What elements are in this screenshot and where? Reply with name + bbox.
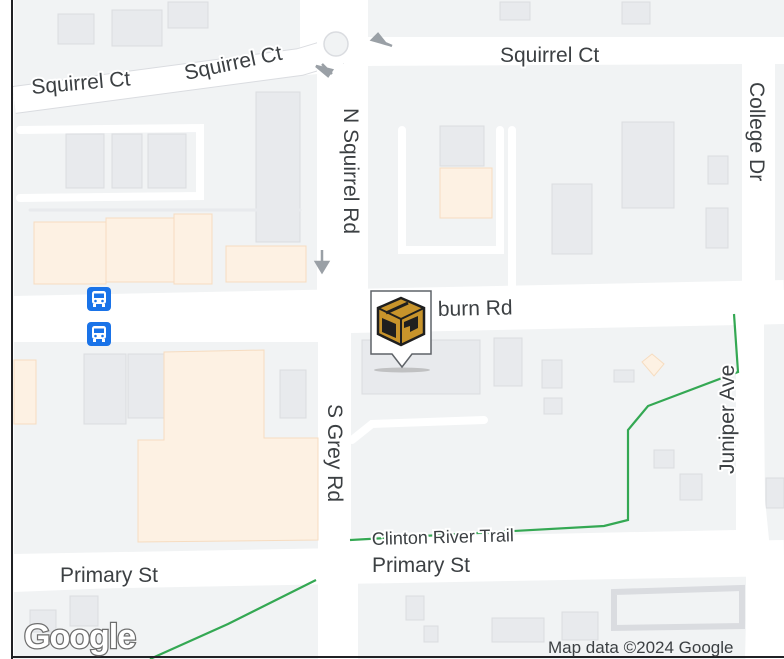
building — [551, 183, 593, 255]
bus-icon — [92, 291, 106, 307]
building — [491, 617, 545, 643]
building — [707, 155, 729, 185]
building — [111, 133, 143, 189]
building — [493, 337, 523, 387]
one-way-arrow-icon — [315, 63, 335, 78]
building — [499, 1, 531, 21]
building — [127, 353, 165, 419]
building — [83, 353, 127, 425]
service-road — [398, 126, 504, 254]
commercial-areas — [13, 167, 665, 543]
building — [423, 625, 439, 643]
building — [111, 9, 163, 47]
transit-stop[interactable] — [87, 287, 111, 311]
marker-shadow — [374, 367, 430, 373]
building — [29, 609, 57, 633]
commercial-building — [439, 167, 493, 219]
building — [147, 133, 187, 189]
clinton-river-trail[interactable] — [149, 313, 740, 659]
commercial-building — [225, 245, 307, 283]
building — [613, 369, 635, 383]
one-way-arrows — [313, 32, 393, 275]
roads — [12, 0, 784, 659]
commercial-building — [33, 221, 107, 285]
building — [255, 91, 301, 243]
juniper-ave-road — [737, 309, 774, 659]
building-outline — [611, 584, 745, 632]
place-marker[interactable] — [370, 290, 432, 373]
commercial-building — [173, 213, 213, 285]
building — [65, 133, 105, 189]
service-road — [348, 416, 488, 444]
commercial-building — [105, 217, 175, 283]
google-logo: Google — [24, 618, 135, 656]
roundabout — [323, 31, 349, 57]
road-label-juniper-ave: Juniper Ave — [716, 365, 739, 474]
bus-icon — [92, 326, 106, 342]
package-box-icon — [376, 296, 426, 347]
building — [561, 611, 599, 641]
service-roads — [16, 123, 516, 444]
building — [705, 207, 729, 249]
building — [765, 477, 784, 509]
transit-stop[interactable] — [87, 322, 111, 346]
one-way-arrow-icon — [313, 250, 331, 275]
building — [621, 121, 675, 209]
map-attribution[interactable]: Map data ©2024 Google — [548, 638, 734, 657]
trail-path[interactable] — [149, 579, 317, 659]
road-label-college-dr: College Dr — [745, 82, 768, 181]
road-label-squirrel-ct: Squirrel Ct — [500, 44, 599, 67]
commercial-building — [13, 359, 37, 425]
building — [621, 1, 651, 25]
building — [57, 13, 95, 45]
building — [439, 125, 485, 167]
block — [368, 64, 742, 296]
building — [405, 595, 425, 621]
road-label-n-squirrel-rd: N Squirrel Rd — [339, 108, 362, 234]
block — [368, 0, 784, 40]
road-label-primary-st: Primary St — [372, 554, 470, 577]
building — [69, 595, 99, 627]
primary-st-road — [13, 540, 784, 590]
trail-label-clinton-river-trail: Clinton River Trail — [372, 525, 515, 549]
building — [541, 359, 563, 389]
building — [679, 473, 703, 501]
trail-path[interactable] — [349, 313, 740, 542]
building — [653, 449, 675, 469]
commercial-building — [641, 353, 665, 377]
commercial-building — [137, 349, 319, 543]
road-label-s-grey-rd: S Grey Rd — [323, 404, 346, 502]
one-way-arrow-icon — [369, 32, 393, 48]
building — [167, 1, 209, 29]
road-label-primary-st: Primary St — [60, 564, 158, 587]
road-label-auburn-rd: burn Rd — [438, 296, 513, 321]
buildings — [29, 1, 784, 643]
building — [279, 369, 307, 419]
service-road — [16, 123, 204, 202]
building — [543, 397, 563, 415]
